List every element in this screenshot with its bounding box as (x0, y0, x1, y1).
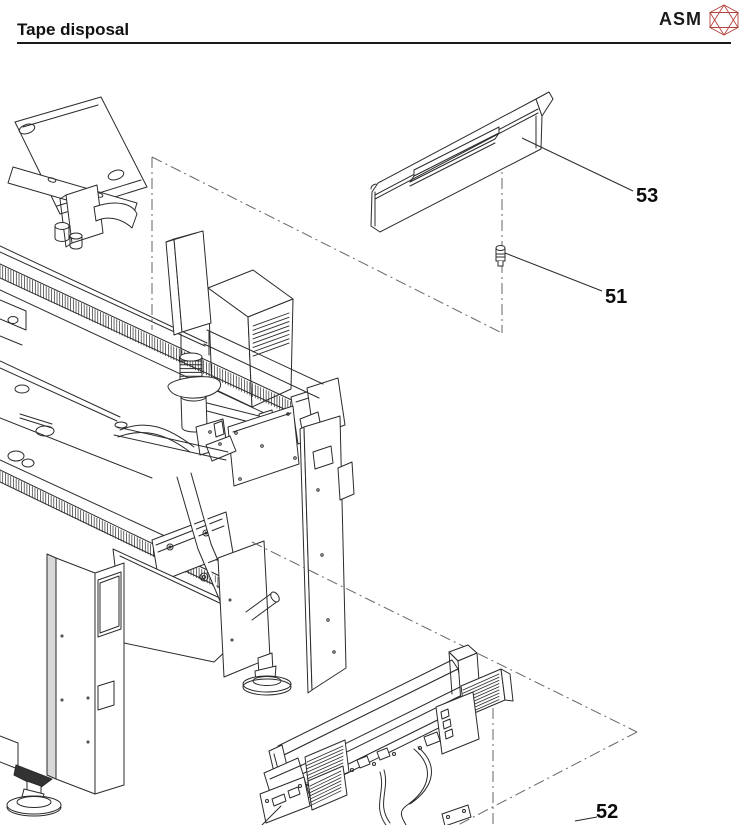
page-title: Tape disposal (17, 20, 130, 39)
leader-52 (574, 816, 598, 822)
title-rule (17, 42, 731, 44)
brand-name: ASM (659, 9, 702, 29)
part-53-chute (370, 91, 554, 233)
part-52-conveyor (259, 644, 514, 825)
motor-fins-left-lower (309, 770, 342, 807)
callout-53: 53 (636, 185, 659, 207)
projection-lines (151, 136, 638, 825)
leader-lines (504, 137, 634, 822)
cable (379, 769, 391, 825)
callout-51: 51 (605, 286, 628, 308)
cable (400, 746, 432, 825)
vent-louvers (252, 312, 290, 357)
machine-line-art (0, 96, 355, 817)
asm-cube-icon (709, 4, 739, 36)
leader-53 (521, 137, 634, 192)
callout-52: 52 (596, 801, 619, 823)
brand-logo: ASM (659, 4, 741, 36)
gear-rack-hatching (0, 264, 297, 418)
part-51-screw (495, 245, 506, 267)
leader-51 (504, 252, 603, 292)
